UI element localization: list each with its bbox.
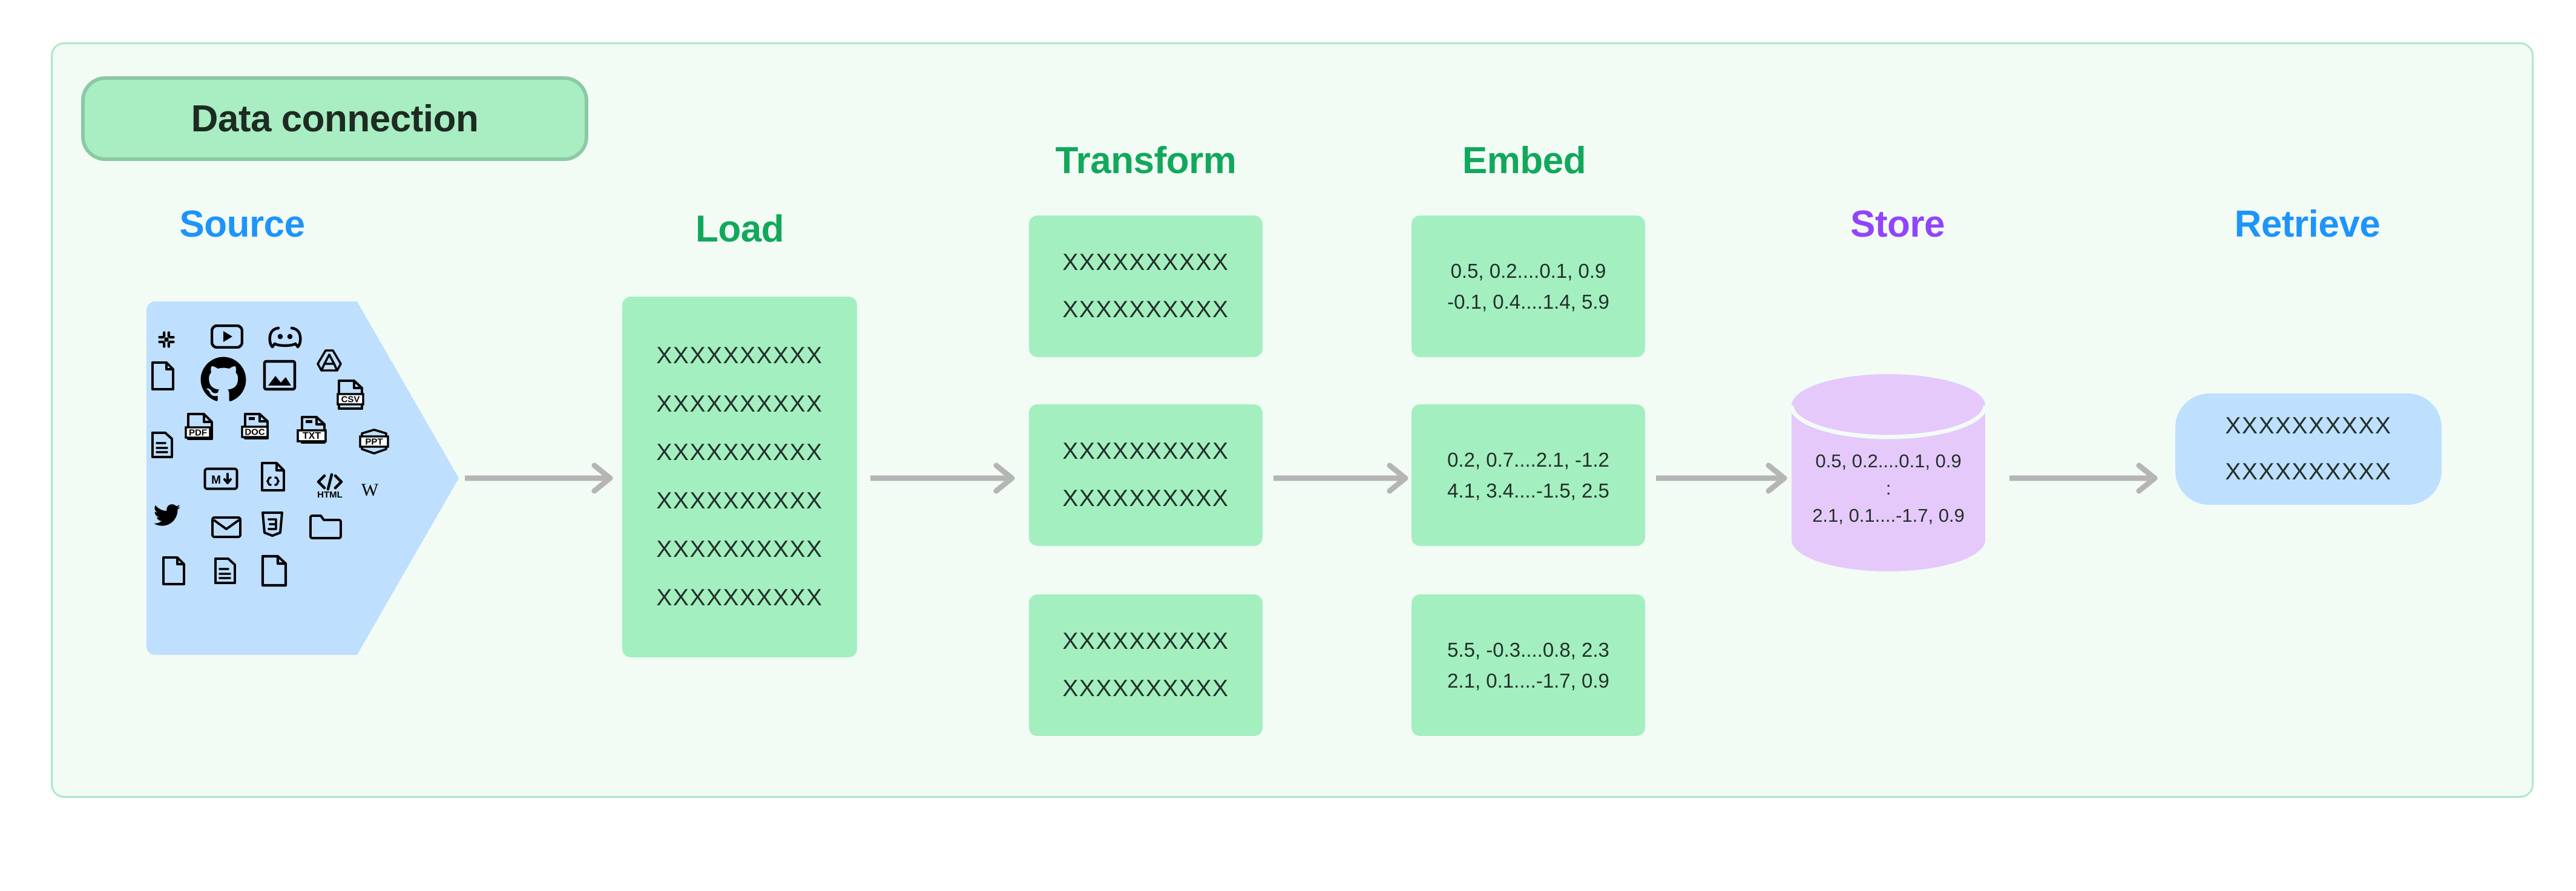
data-connection-panel <box>51 42 2534 798</box>
source-shape <box>146 301 459 655</box>
svg-text:TXT: TXT <box>303 431 321 441</box>
json-file-icon <box>259 461 287 493</box>
transform-chunk-box: XXXXXXXXXX XXXXXXXXXX <box>1029 594 1263 736</box>
svg-text:DOC: DOC <box>245 427 265 438</box>
markdown-icon: M <box>203 467 238 490</box>
store-line: 0.5, 0.2....0.1, 0.9 <box>1815 450 1962 472</box>
load-line: XXXXXXXXXX <box>656 536 823 562</box>
file-blank-icon <box>150 361 176 391</box>
doc-file-icon: DOC <box>240 412 271 443</box>
email-icon <box>211 516 242 539</box>
store-line: : <box>1885 477 1891 499</box>
document-lines-icon <box>150 431 174 459</box>
data-connection-badge: Data connection <box>81 76 588 161</box>
embed-line: 5.5, -0.3....0.8, 2.3 <box>1447 638 1609 661</box>
transform-line: XXXXXXXXXX <box>1062 628 1229 654</box>
transform-line: XXXXXXXXXX <box>1062 249 1229 275</box>
transform-line: XXXXXXXXXX <box>1062 297 1229 323</box>
svg-text:W: W <box>361 480 379 500</box>
pdf-file-icon: PDF <box>184 412 215 443</box>
retrieve-line: XXXXXXXXXX <box>2225 459 2392 485</box>
embed-line: 0.2, 0.7....2.1, -1.2 <box>1447 448 1609 471</box>
file-blank-2-icon <box>161 556 186 586</box>
load-line: XXXXXXXXXX <box>656 439 823 465</box>
stage-label-retrieve: Retrieve <box>2234 203 2380 245</box>
load-document-box: XXXXXXXXXX XXXXXXXXXX XXXXXXXXXX XXXXXXX… <box>622 297 857 657</box>
folder-icon <box>309 513 343 540</box>
embed-vector-box: 0.5, 0.2....0.1, 0.9 -0.1, 0.4....1.4, 5… <box>1411 215 1645 357</box>
transform-line: XXXXXXXXXX <box>1062 485 1229 511</box>
embed-line: 4.1, 3.4....-1.5, 2.5 <box>1447 479 1609 502</box>
html-icon: HTML <box>312 472 347 499</box>
svg-text:M: M <box>211 474 221 487</box>
image-icon <box>263 360 297 391</box>
data-connection-title: Data connection <box>191 97 479 140</box>
vector-store-cylinder <box>1792 374 1985 571</box>
load-line: XXXXXXXXXX <box>656 488 823 514</box>
csv-file-icon: CSV <box>337 379 364 410</box>
wikipedia-icon: W <box>357 479 383 500</box>
document-lines-2-icon <box>213 557 237 585</box>
stage-label-embed: Embed <box>1462 140 1586 182</box>
transform-chunk-box: XXXXXXXXXX XXXXXXXXXX <box>1029 215 1263 357</box>
transform-line: XXXXXXXXXX <box>1062 438 1229 464</box>
load-line: XXXXXXXXXX <box>656 585 823 611</box>
arrow-transform-to-embed <box>1273 457 1411 499</box>
google-drive-icon <box>316 349 343 373</box>
load-line: XXXXXXXXXX <box>656 343 823 369</box>
embed-line: -0.1, 0.4....1.4, 5.9 <box>1447 291 1609 313</box>
embed-vector-box: 0.2, 0.7....2.1, -1.2 4.1, 3.4....-1.5, … <box>1411 404 1645 546</box>
txt-file-icon: TXT <box>295 415 329 449</box>
file-blank-3-icon <box>260 554 288 587</box>
svg-text:PPT: PPT <box>365 437 383 447</box>
arrow-load-to-transform <box>870 457 1018 499</box>
store-line: 2.1, 0.1....-1.7, 0.9 <box>1812 504 1965 526</box>
embed-line: 0.5, 0.2....0.1, 0.9 <box>1450 259 1606 282</box>
css3-icon <box>260 511 284 538</box>
source-icon-cluster: CSV PDF DOC <box>150 321 422 636</box>
twitter-icon <box>150 501 184 530</box>
stage-label-load: Load <box>695 208 784 250</box>
arrow-embed-to-store <box>1656 457 1790 499</box>
ppt-file-icon: PPT <box>357 426 391 458</box>
svg-text:HTML: HTML <box>317 490 343 499</box>
github-icon <box>200 356 247 403</box>
slack-icon <box>153 326 180 353</box>
transform-line: XXXXXXXXXX <box>1062 676 1229 702</box>
load-line: XXXXXXXXXX <box>656 391 823 417</box>
stage-label-transform: Transform <box>1055 140 1237 182</box>
vector-store-content: 0.5, 0.2....0.1, 0.9 : 2.1, 0.1....-1.7,… <box>1792 448 1985 530</box>
embed-vector-box: 5.5, -0.3....0.8, 2.3 2.1, 0.1....-1.7, … <box>1411 594 1645 736</box>
retrieve-result-box: XXXXXXXXXX XXXXXXXXXX <box>2175 393 2442 505</box>
transform-chunk-box: XXXXXXXXXX XXXXXXXXXX <box>1029 404 1263 546</box>
embed-line: 2.1, 0.1....-1.7, 0.9 <box>1447 669 1609 692</box>
svg-text:PDF: PDF <box>189 428 207 438</box>
stage-label-store: Store <box>1850 203 1945 245</box>
retrieve-line: XXXXXXXXXX <box>2225 413 2392 439</box>
svg-text:CSV: CSV <box>341 395 360 405</box>
arrow-store-to-retrieve <box>2009 457 2161 499</box>
arrow-source-to-load <box>465 457 616 499</box>
stage-label-source: Source <box>179 203 305 245</box>
youtube-icon <box>211 324 243 349</box>
discord-icon <box>268 324 303 350</box>
